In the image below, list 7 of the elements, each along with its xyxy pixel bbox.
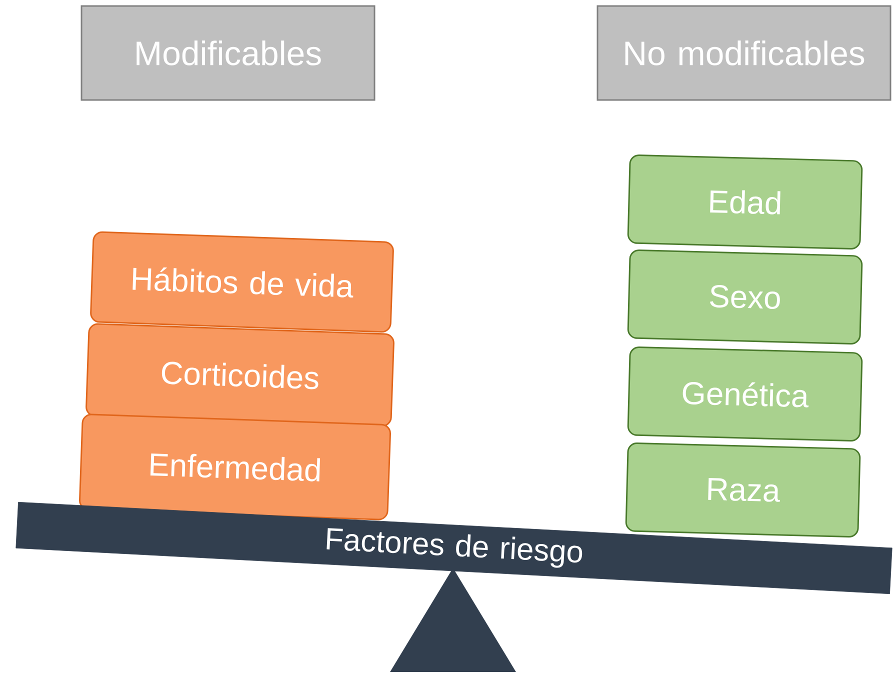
factor-block: Edad bbox=[627, 154, 863, 250]
factor-block: Raza bbox=[625, 442, 861, 538]
category-header: Modificables bbox=[80, 5, 376, 101]
category-header: No modificables bbox=[596, 5, 892, 101]
factor-block: Hábitos de vida bbox=[90, 231, 394, 333]
factor-block: Sexo bbox=[627, 249, 863, 345]
factor-block: Genética bbox=[627, 346, 863, 442]
